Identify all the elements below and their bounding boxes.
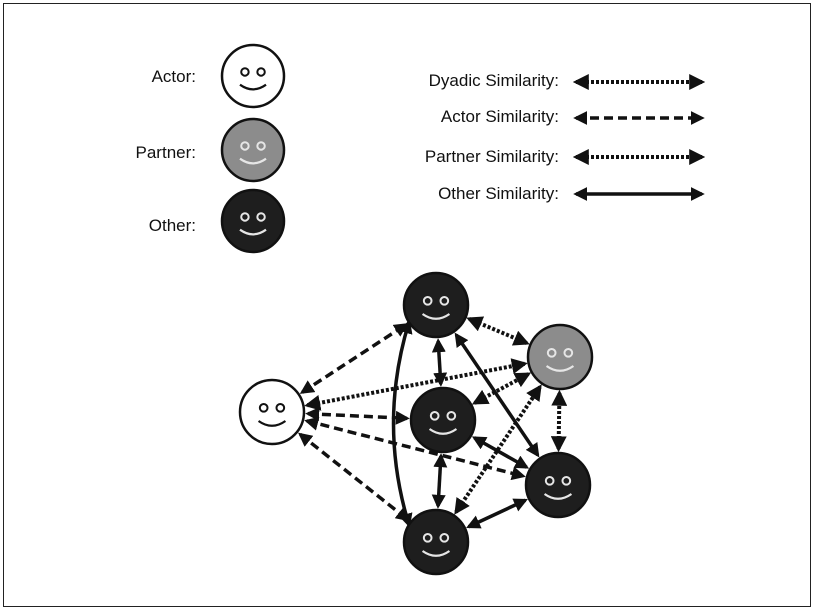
edge-other-middle-other-bottom: [431, 453, 448, 509]
node-partner-face-icon: [526, 323, 594, 391]
edge-other-middle-other-right: [471, 436, 530, 469]
legend-actor-face-icon: [220, 43, 286, 109]
legend-actor-similarity-label: Actor Similarity:: [440, 107, 559, 126]
legend-other-label: Other:: [148, 216, 196, 235]
edge-actor-partner: [304, 358, 528, 411]
legend-actor-label: Actor:: [151, 67, 196, 86]
node-actor-face-icon: [238, 378, 306, 446]
figure-frame: [3, 3, 811, 607]
legend-dyadic-similarity-label: Dyadic Similarity:: [428, 71, 559, 90]
edge-other-top-partner: [466, 316, 530, 346]
node-other-top-face-icon: [402, 271, 470, 339]
edge-actor-other-bottom: [298, 432, 410, 522]
edge-other-right-partner: [550, 389, 568, 453]
node-other-middle-face-icon: [409, 386, 477, 454]
edge-other-top-other-middle: [431, 338, 448, 387]
edge-actor-other-top: [299, 323, 409, 394]
edge-actor-other-middle: [305, 407, 410, 425]
edge-other-bottom-other-right: [466, 498, 528, 529]
edge-other-top-other-right: [454, 332, 540, 458]
node-other-right-face-icon: [524, 451, 592, 519]
legend-other-face-icon: [220, 188, 286, 254]
legend-partner-similarity-label: Partner Similarity:: [424, 147, 559, 166]
legend-partner-face-icon: [220, 117, 286, 183]
legend-partner-label: Partner:: [135, 143, 196, 162]
legend-other-similarity-label: Other Similarity:: [438, 184, 559, 203]
node-other-bottom-face-icon: [402, 508, 470, 576]
edge-other-top-other-bottom: [391, 319, 413, 528]
